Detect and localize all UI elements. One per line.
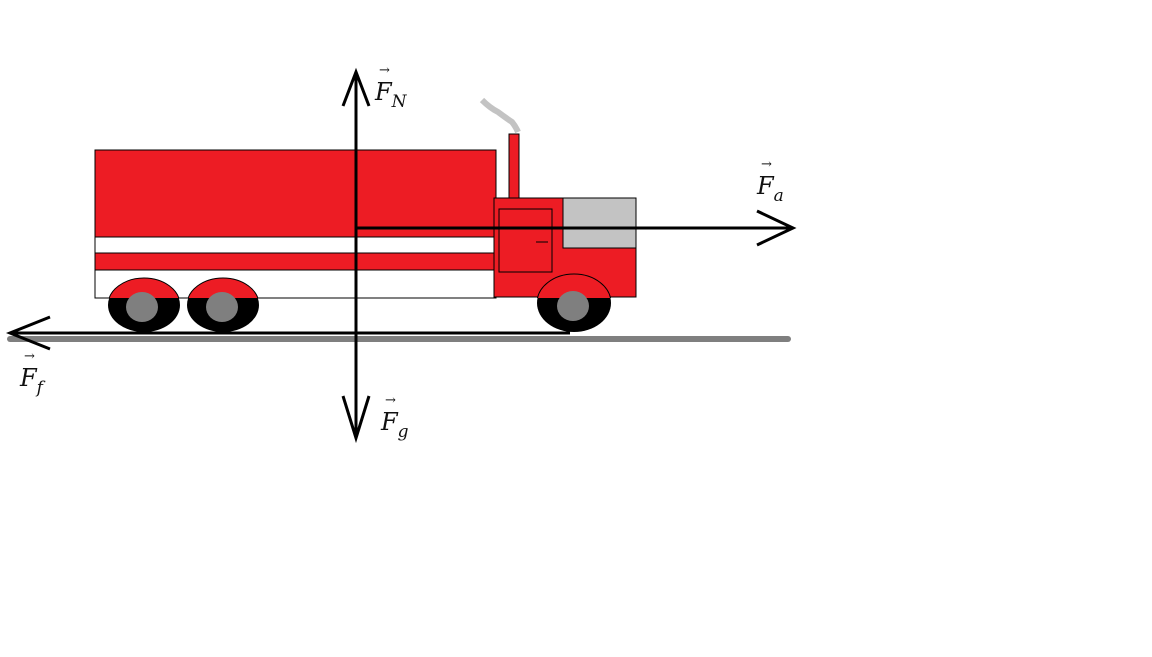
wheel-front xyxy=(537,273,611,332)
label-friction-force: Ff xyxy=(20,349,43,398)
friction-arrow xyxy=(5,315,570,351)
cab-window xyxy=(562,197,637,249)
wheel-rear-2 xyxy=(187,277,259,332)
trailer xyxy=(94,149,497,299)
label-normal-force: FN xyxy=(375,63,407,112)
wheel-rear-1 xyxy=(108,277,180,332)
cab-door xyxy=(498,208,553,273)
wheels xyxy=(108,273,611,332)
normal-gravity-arrow xyxy=(341,67,371,444)
applied-force-arrow xyxy=(356,209,797,247)
exhaust-smoke xyxy=(479,97,521,134)
label-applied-force: Fa xyxy=(757,157,784,206)
exhaust-stack xyxy=(508,133,520,199)
label-gravity-force: Fg xyxy=(381,393,409,442)
